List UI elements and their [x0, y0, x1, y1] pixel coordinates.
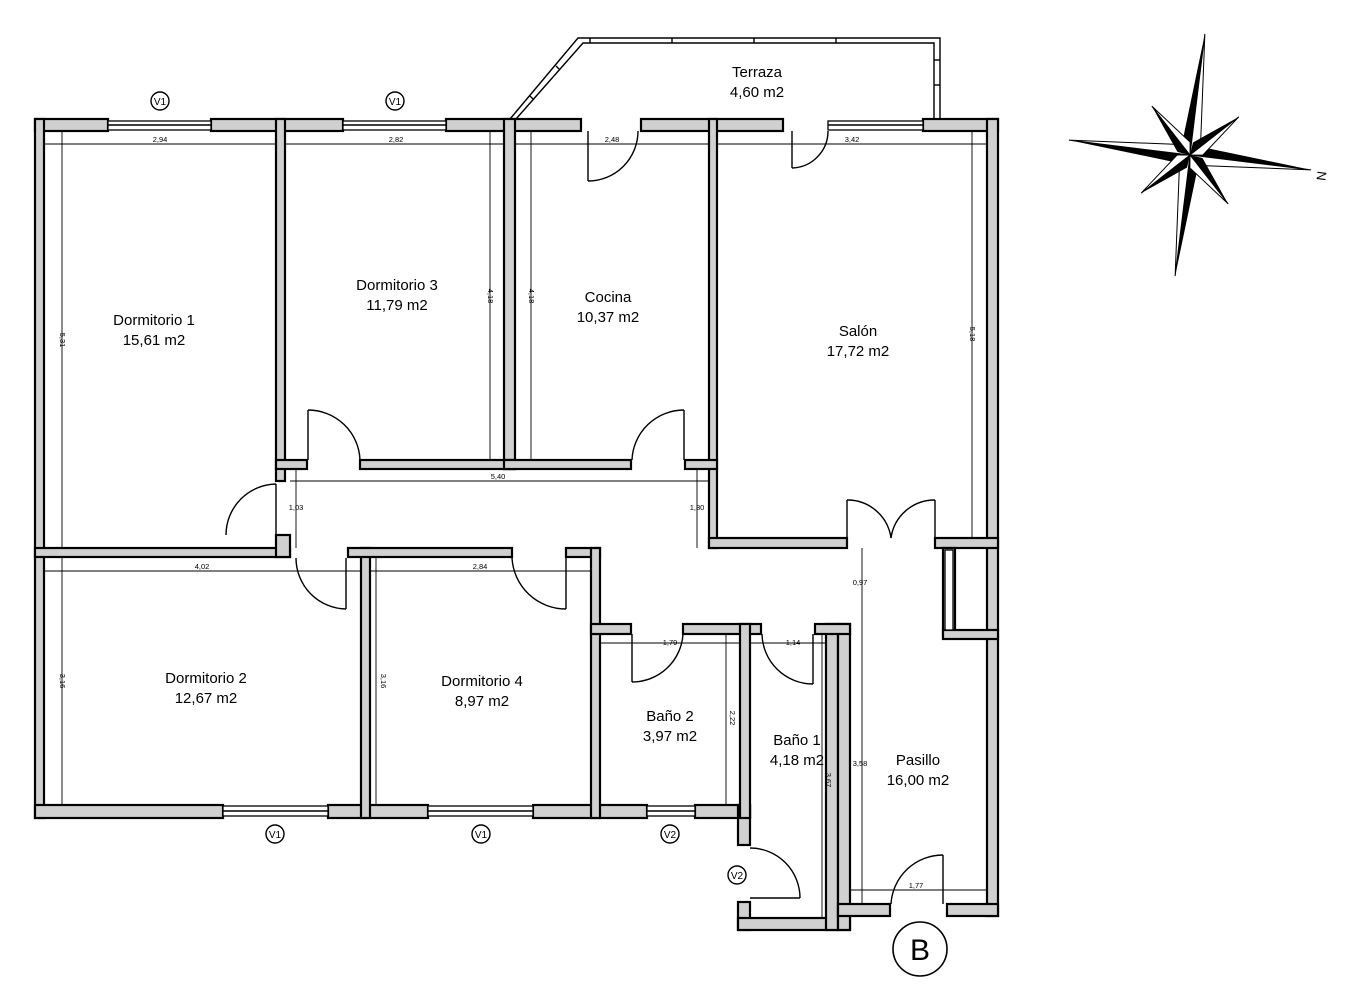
room-name-dormitorio-2: Dormitorio 2: [165, 670, 247, 687]
wall-d3-cocina: [502, 117, 517, 471]
wall-d1-bottom: [33, 546, 292, 559]
wall-d3-bottom-1: [274, 458, 309, 471]
dim-d2-width: 4,02: [195, 562, 210, 571]
dim-d3-height: 4,18: [486, 289, 495, 304]
dim-d3-width: 2,82: [389, 135, 404, 144]
wall-pasillo-niche-bottom: [941, 628, 1000, 641]
wall-d4-right: [589, 546, 602, 820]
room-name-dormitorio-1: Dormitorio 1: [113, 312, 195, 329]
room-name-cocina: Cocina: [585, 289, 632, 306]
dim-d1-height: 5,31: [58, 333, 67, 348]
wall-salon-bottom-1: [707, 536, 849, 550]
wall-bano2-top-2: [681, 622, 763, 636]
wall-pasillo-left: [836, 622, 852, 932]
wall-bano2-right: [738, 622, 752, 820]
wall-right: [985, 117, 1000, 918]
room-area-bano-1: 4,18 m2: [770, 752, 824, 769]
wall-cocina-bottom-2: [683, 458, 719, 471]
wall-bottom-1: [33, 803, 225, 820]
wall-bano2-top-1: [589, 622, 633, 636]
dim-d4-width: 2,84: [473, 562, 488, 571]
room-name-terraza: Terraza: [732, 64, 783, 81]
dim-bano2-width: 1,79: [663, 638, 678, 647]
room-area-terraza: 4,60 m2: [730, 84, 784, 101]
dim-corridor-left: 1,03: [289, 503, 304, 512]
dimension-labels: 2,94 2,82 2,48 3,42 5,31 4,18 4,18 5,18 …: [58, 135, 977, 890]
room-area-dormitorio-1: 15,61 m2: [123, 332, 186, 349]
wall-top-1: [33, 117, 110, 133]
dim-entry-width: 1,77: [909, 881, 924, 890]
dim-salon-width: 3,42: [845, 135, 860, 144]
dim-corridor-right: 1,30: [690, 503, 705, 512]
wall-bottom-pasillo-2: [945, 902, 1000, 918]
room-name-salon: Salón: [839, 323, 877, 340]
room-name-dormitorio-3: Dormitorio 3: [356, 277, 438, 294]
wall-bano1-top: [813, 622, 852, 636]
room-area-pasillo: 16,00 m2: [887, 772, 950, 789]
window-tag-bano1: V2: [731, 871, 744, 882]
wall-d3-bottom-2: [358, 458, 517, 471]
compass-rose-icon: [1068, 33, 1312, 277]
room-area-dormitorio-2: 12,67 m2: [175, 690, 238, 707]
walls: [33, 117, 1000, 932]
room-name-bano-2: Baño 2: [646, 708, 694, 725]
compass-north-label: N: [1313, 170, 1329, 181]
window-tag-top-left: V1: [154, 97, 167, 108]
dim-d1-width: 2,94: [153, 135, 168, 144]
wall-bottom-2: [326, 803, 430, 820]
dim-d4-height: 3,16: [379, 674, 388, 689]
dim-pasillo-height: 3,58: [853, 759, 868, 768]
wall-bottom-pasillo-1: [836, 902, 892, 918]
windows: [107, 120, 954, 817]
room-name-dormitorio-4: Dormitorio 4: [441, 673, 523, 690]
wall-d1-d3: [274, 117, 287, 483]
wall-cocina-bottom-1: [502, 458, 633, 471]
wall-d4-top-1: [346, 546, 514, 559]
window-tag-bottom-mid: V1: [475, 830, 488, 841]
block-marker-circle: [892, 921, 948, 977]
window-tag-top-mid: V1: [389, 97, 402, 108]
wall-salon-bottom-2: [933, 536, 1000, 550]
window-pasillo: [944, 549, 954, 631]
block-label: B: [910, 934, 930, 967]
room-area-salon: 17,72 m2: [827, 343, 890, 360]
dim-cocina-height: 4,18: [527, 289, 536, 304]
room-area-bano-2: 3,97 m2: [643, 728, 697, 745]
wall-d2-d4: [359, 546, 372, 820]
room-name-bano-1: Baño 1: [773, 732, 821, 749]
terraza-railing: [509, 37, 941, 120]
room-area-dormitorio-3: 11,79 m2: [366, 297, 427, 314]
dim-pasillo-upper: 0,97: [853, 578, 868, 587]
block-marker: B: [892, 921, 948, 977]
window-tag-bottom-right: V2: [664, 830, 677, 841]
dim-bano1-width: 1,14: [786, 638, 801, 647]
room-area-cocina: 10,37 m2: [577, 309, 640, 326]
wall-left: [33, 117, 46, 820]
dim-cocina-width: 2,48: [605, 135, 620, 144]
wall-cocina-salon: [707, 117, 719, 550]
dim-bano2-height: 2,22: [728, 711, 737, 726]
room-name-pasillo: Pasillo: [896, 752, 940, 769]
dim-bano1-height: 3,67: [824, 773, 833, 788]
window-tag-bottom-left: V1: [269, 830, 282, 841]
dim-corridor-length: 5,40: [491, 472, 506, 481]
wall-d1-bottom-stub: [274, 533, 292, 559]
window-tags: V1 V1 V1 V1 V2 V2: [150, 91, 747, 885]
dimension-lines: [44, 131, 987, 918]
room-labels: Dormitorio 1 15,61 m2 Dormitorio 3 11,79…: [113, 64, 949, 789]
dim-d2-height: 3,16: [58, 674, 67, 689]
dim-salon-height: 5,18: [968, 327, 977, 342]
room-area-dormitorio-4: 8,97 m2: [455, 693, 509, 710]
